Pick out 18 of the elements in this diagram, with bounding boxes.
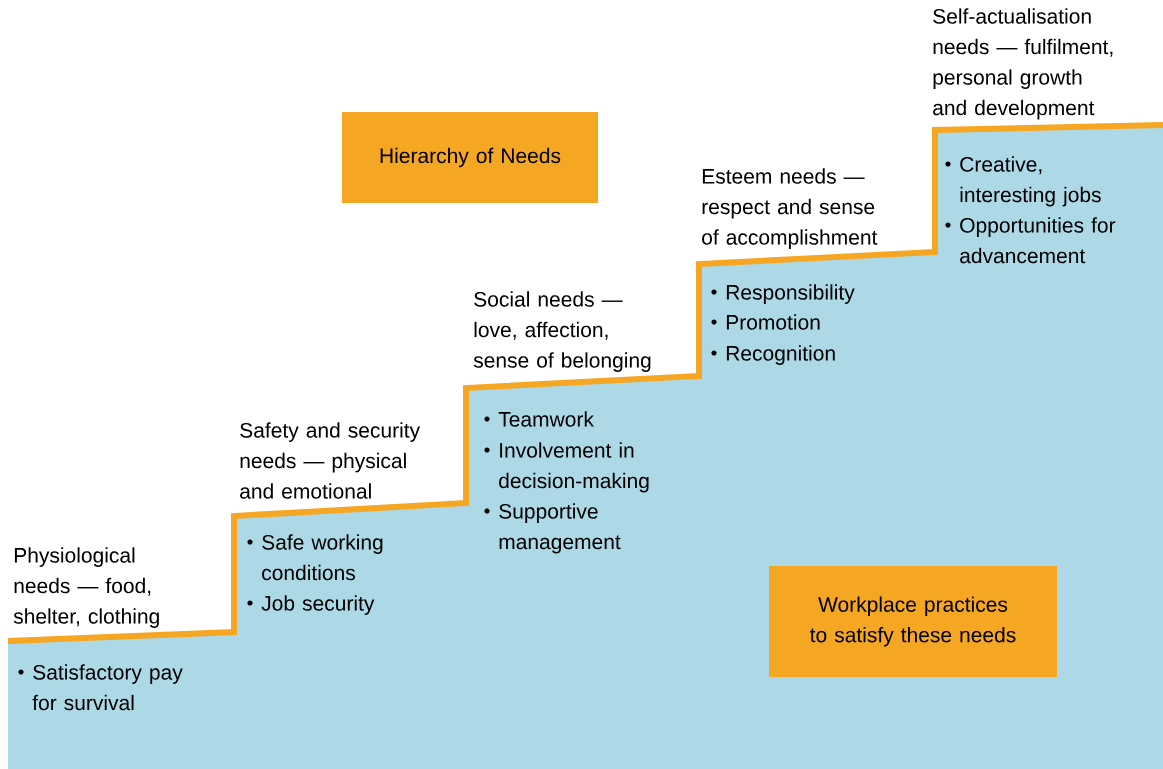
bullet-item: Promotion <box>711 314 820 330</box>
label-box: Hierarchy of Needs <box>342 112 598 203</box>
bullet-item: Supportive management <box>484 503 621 554</box>
step-heading: Self-actualisation needs — fulfilment, personal growth and development <box>933 8 1113 120</box>
step-heading: Social needs — love, affection, sense of belonging <box>473 291 651 372</box>
bullet-item: Opportunities for advancement <box>945 217 1116 264</box>
bullet-item: Satisfactory pay for survival <box>18 664 183 711</box>
bullet-item: Job security <box>247 595 375 615</box>
step-heading: Physiological needs — food, shelter, clothing <box>13 547 159 628</box>
step-heading: Esteem needs — respect and sense of accomplishment <box>702 168 878 249</box>
label-box: Workplace practices to satisfy these needs <box>769 566 1057 677</box>
step-heading: Safety and security needs — physical and emotional <box>240 422 421 499</box>
bullet-item: Safe working conditions <box>247 534 383 581</box>
bullet-item: Teamwork <box>484 411 594 427</box>
bullet-item: Involvement in decision-making <box>484 442 649 493</box>
bullet-item: Recognition <box>711 345 835 365</box>
bullet-item: Creative, interesting jobs <box>945 156 1101 207</box>
bullet-item: Responsibility <box>711 284 855 304</box>
